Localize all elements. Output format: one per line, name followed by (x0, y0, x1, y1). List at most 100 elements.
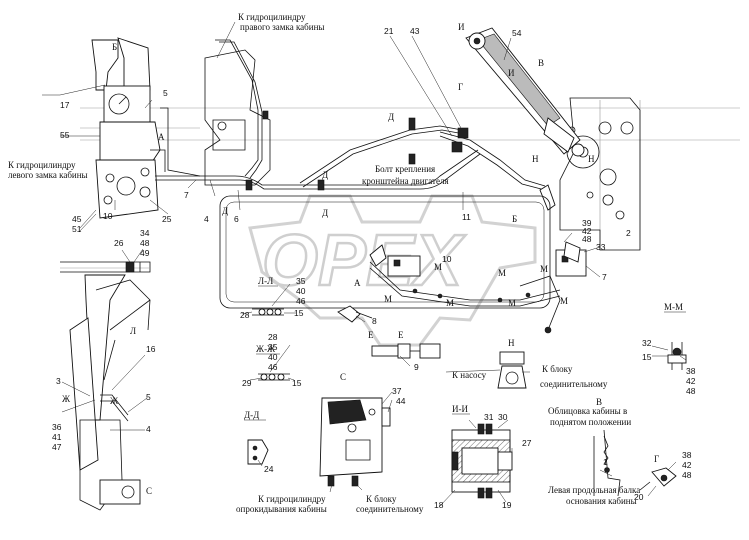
callout: 38 (686, 366, 696, 376)
section-mark: Б (112, 42, 117, 52)
callout: 5 (146, 392, 151, 402)
callout: 29 (242, 378, 252, 388)
caption-tilt-cylinder-2: опрокидывания кабины (236, 504, 327, 514)
callout: 28 (240, 310, 250, 320)
callout: 10 (103, 211, 113, 221)
pressure-gauge-body (103, 85, 151, 123)
callout: 43 (410, 26, 420, 36)
callout: 41 (52, 432, 62, 442)
caption-beam-2: основания кабины (566, 496, 637, 506)
view-zh-zh (258, 373, 290, 381)
caption-left-lock-2: левого замка кабины (8, 170, 88, 180)
callout: 17 (60, 100, 70, 110)
view-s-valve-block (319, 397, 391, 487)
callout: 34 (140, 228, 150, 238)
section-mark: Б (512, 214, 517, 224)
callout: 19 (502, 500, 512, 510)
section-mark: М (446, 298, 454, 308)
caption-to-block-bottom-1: К блоку (366, 494, 397, 504)
view-title-g: Г (654, 454, 659, 464)
callout: 48 (682, 470, 692, 480)
view-title-v: В (596, 397, 602, 407)
callout: 42 (686, 376, 696, 386)
view-title-s: С (340, 372, 346, 382)
caption-to-block-bottom-2: соединительному (356, 504, 424, 514)
caption-cladding-1: Облицовка кабины в (548, 406, 627, 416)
callout: 27 (522, 438, 532, 448)
callout: 47 (52, 442, 62, 452)
view-titles: Л-Л Ж-Ж Д-Д М-М И-И С Н В Г (244, 276, 686, 464)
caption-to-block-top-2: соединительному (540, 379, 608, 389)
section-mark: Д (322, 170, 328, 180)
callout: 42 (582, 226, 592, 236)
callout: 51 (72, 224, 82, 234)
section-mark: Н (532, 154, 539, 164)
callout: 30 (498, 412, 508, 422)
callout: 46 (296, 296, 306, 306)
callout: 54 (512, 28, 522, 38)
callout: 36 (52, 422, 62, 432)
callout: 32 (642, 338, 652, 348)
section-marks: Б А Д Д Д Д Г И И В Н Н Б Л Ж Ж С А Е Е … (62, 22, 595, 496)
section-mark: Н (588, 154, 595, 164)
callout: 9 (414, 362, 419, 372)
caption-engine-bolt-2: кронштейна двигателя (362, 176, 449, 186)
callout: 31 (484, 412, 494, 422)
callout: 4 (204, 214, 209, 224)
caption-tilt-cylinder-1: К гидроцилиндру (258, 494, 326, 504)
section-mark: С (146, 486, 152, 496)
section-mark: А (354, 278, 361, 288)
section-mark: Ж (110, 396, 119, 406)
view-v-cladding (593, 429, 621, 497)
callout: 40 (296, 286, 306, 296)
callout: 18 (434, 500, 444, 510)
section-mark: В (538, 58, 544, 68)
callout: 11 (462, 212, 471, 222)
section-mark: М (498, 268, 506, 278)
view-title-i-i: И-И (452, 404, 468, 414)
view-title-l-l: Л-Л (258, 276, 273, 286)
callout: 45 (72, 214, 82, 224)
section-mark: Г (458, 82, 463, 92)
callout: 35 (268, 342, 278, 352)
callout: 2 (626, 228, 631, 238)
section-mark: Д (388, 112, 394, 122)
left-elevation (60, 261, 151, 511)
callout: 35 (296, 276, 306, 286)
watermark-gear (248, 194, 537, 347)
main-assembly (80, 27, 740, 251)
callout: 16 (146, 344, 156, 354)
fitting-details (337, 305, 441, 359)
callout: 48 (582, 234, 592, 244)
caption-cladding-2: поднятом положении (550, 417, 631, 427)
caption-left-lock-1: К гидроцилиндру (8, 160, 76, 170)
view-i-i-section (451, 423, 513, 499)
watermark-text: OPEX (262, 221, 466, 301)
section-mark: Ж (62, 394, 71, 404)
callout: 3 (56, 376, 61, 386)
view-title-zh-zh: Ж-Ж (256, 344, 276, 354)
section-mark: А (158, 132, 165, 142)
tilt-cylinder (465, 27, 585, 157)
callout: 46 (268, 362, 278, 372)
callout: 39 (582, 218, 592, 228)
callout: 15 (642, 352, 652, 362)
section-mark: М (540, 264, 548, 274)
callout: 55 (60, 130, 70, 140)
callout: 48 (140, 238, 150, 248)
watermark: OPEX (248, 194, 537, 347)
view-n-connector (497, 351, 527, 389)
callout: 48 (686, 386, 696, 396)
caption-beam-1: Левая продольная балка (548, 485, 640, 495)
callout: 4 (146, 424, 151, 434)
captions: К гидроцилиндру правого замка кабины К г… (8, 12, 640, 514)
callout: 44 (396, 396, 406, 406)
callout: 6 (234, 214, 239, 224)
callout: 24 (264, 464, 274, 474)
view-title-d-d: Д-Д (244, 410, 259, 420)
callout: 7 (602, 272, 607, 282)
view-m-m (667, 342, 687, 370)
callout: 38 (682, 450, 692, 460)
